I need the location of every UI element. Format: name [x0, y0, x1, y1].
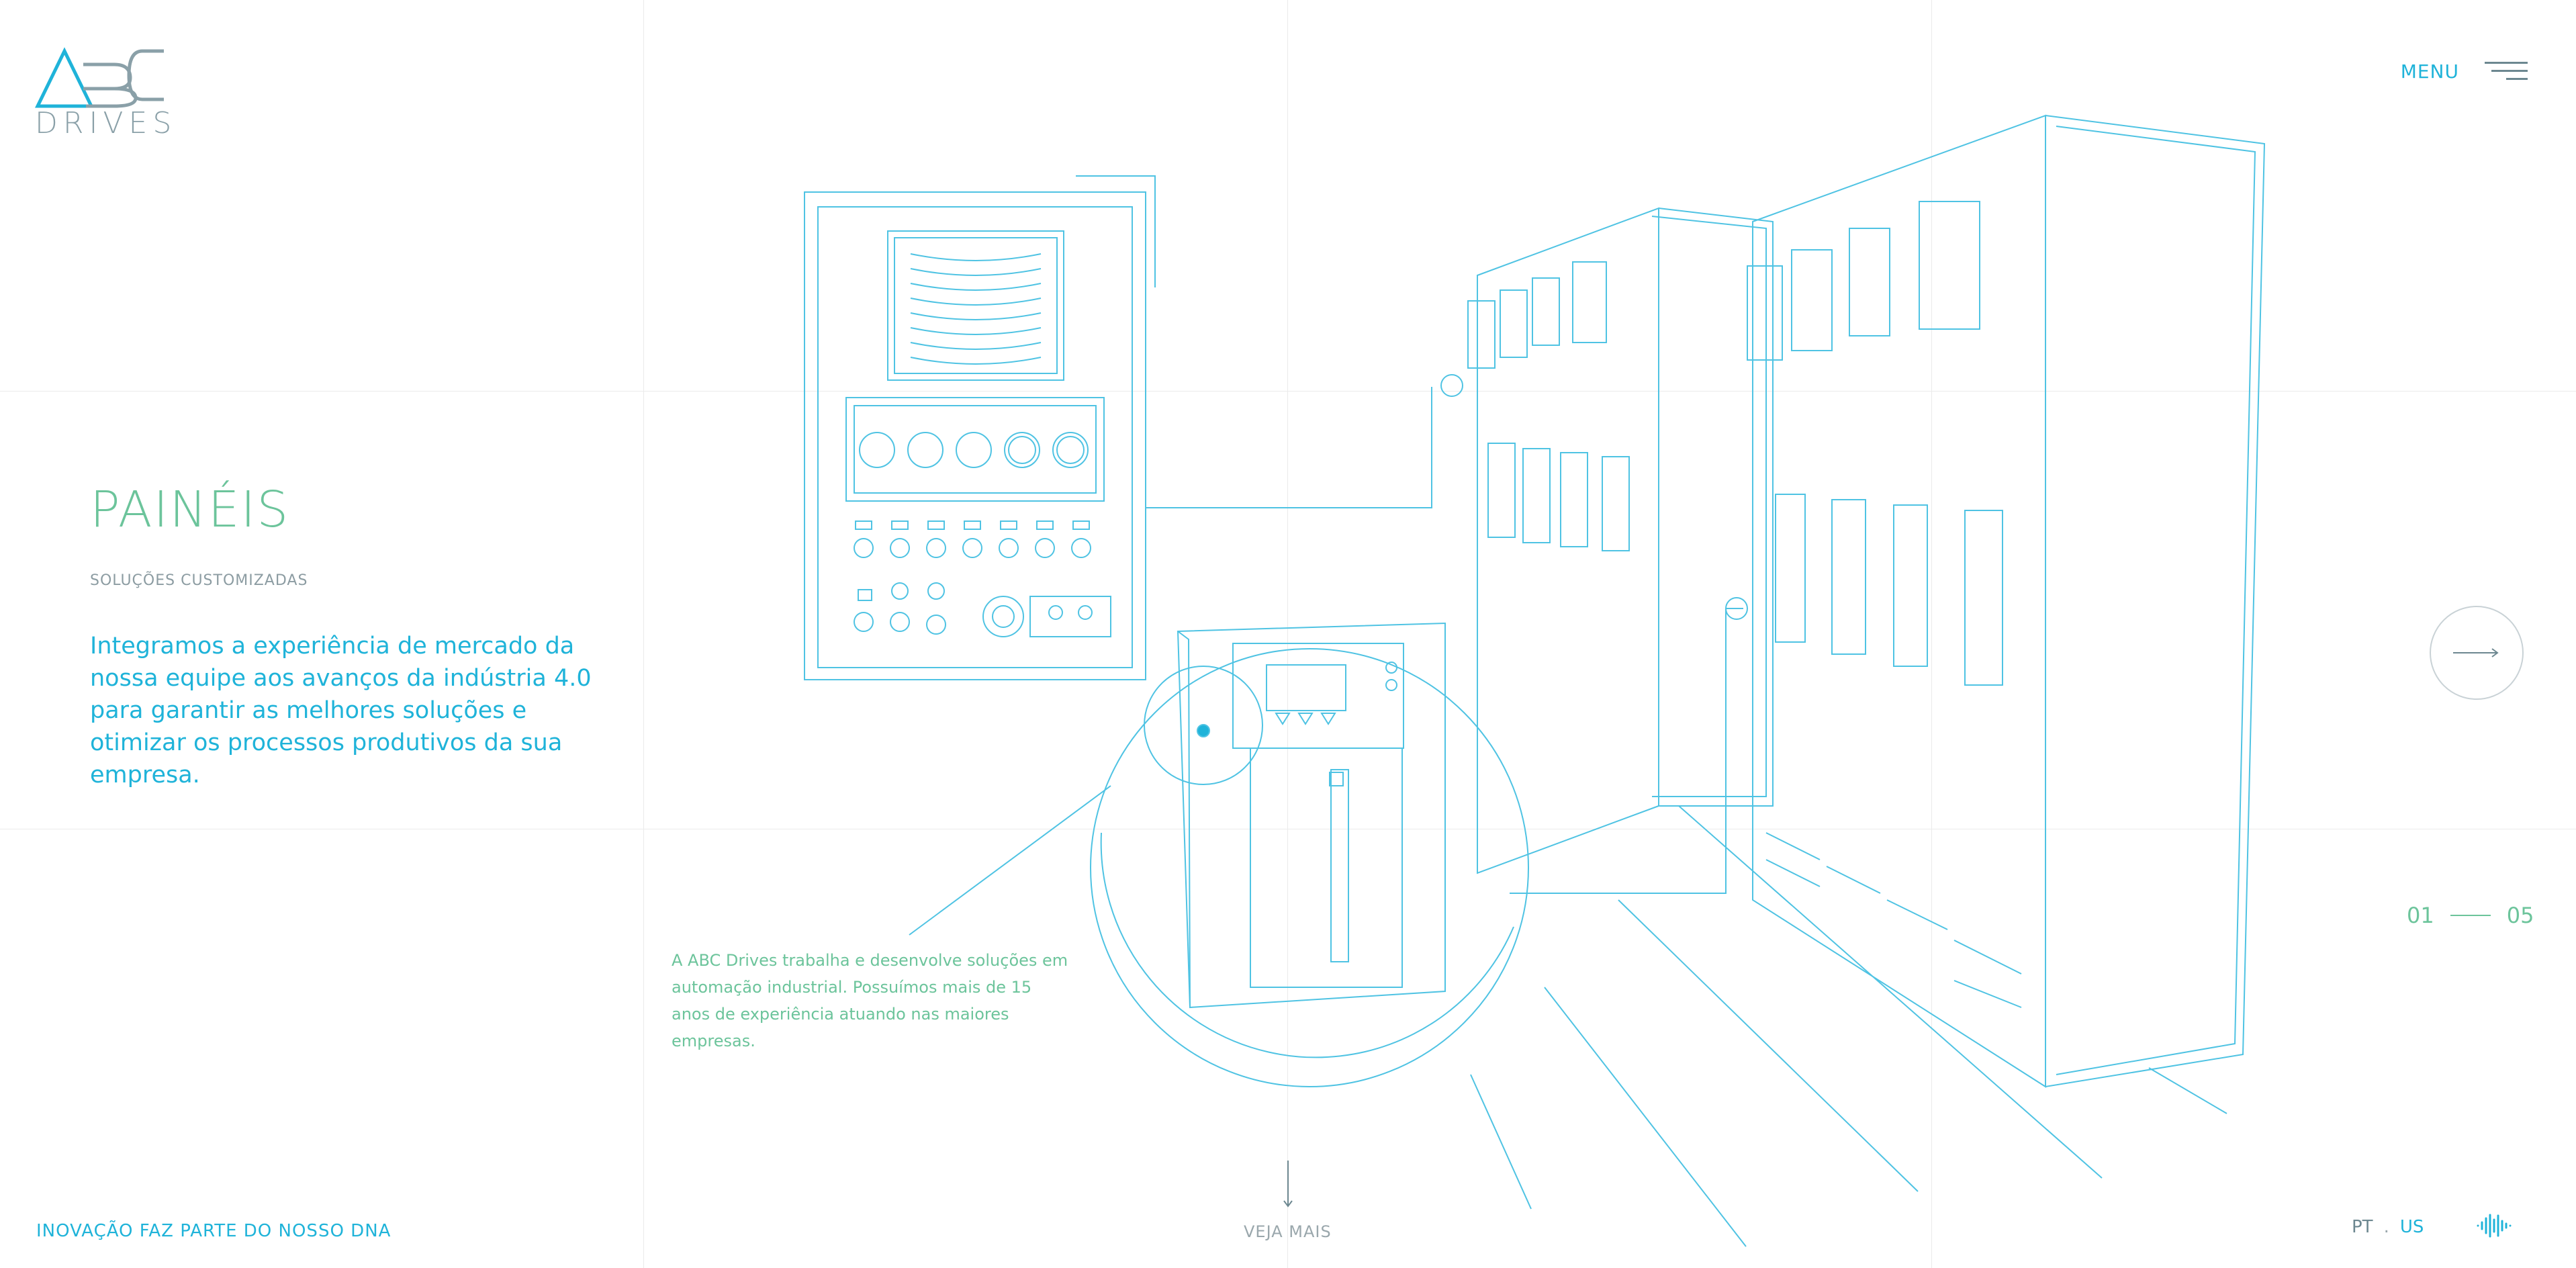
hero-description: Integramos a experiência de mercado da n…: [90, 633, 592, 788]
grid-line: [0, 391, 2576, 392]
pager-current: 01: [2407, 903, 2434, 928]
hero-subtitle: SOLUÇÕES CUSTOMIZADAS: [90, 572, 308, 589]
menu-button[interactable]: MENU: [2401, 59, 2528, 83]
slide-pager: 01 05: [2407, 903, 2534, 928]
pager-divider: [2450, 915, 2491, 916]
grid-line: [643, 0, 644, 1268]
menu-label: MENU: [2400, 60, 2459, 83]
lang-separator: .: [2383, 1217, 2389, 1237]
sound-wave-icon[interactable]: [2475, 1213, 2513, 1238]
grid-line: [1931, 0, 1932, 1268]
grid-line: [1287, 0, 1288, 1268]
lang-pt[interactable]: PT: [2352, 1217, 2373, 1237]
logo-wordmark: DRIVES: [35, 106, 177, 140]
about-text: A ABC Drives trabalha e desenvolve soluç…: [672, 951, 1068, 1050]
arrow-right-icon: [2453, 648, 2499, 658]
language-switcher: PT . US: [2352, 1217, 2424, 1237]
hamburger-icon: [2485, 59, 2528, 83]
tagline: INOVAÇÃO FAZ PARTE DO NOSSO DNA: [36, 1221, 392, 1241]
lang-us[interactable]: US: [2399, 1217, 2424, 1237]
abc-logo-mark: [34, 47, 164, 108]
see-more-link[interactable]: VEJA MAIS: [1244, 1222, 1332, 1241]
next-slide-button[interactable]: [2430, 606, 2524, 700]
arrow-down-icon[interactable]: [1281, 1161, 1295, 1209]
hero-title: PAINÉIS: [90, 481, 290, 539]
pager-total: 05: [2506, 903, 2534, 928]
abc-drives-logo[interactable]: DRIVES: [34, 44, 171, 140]
